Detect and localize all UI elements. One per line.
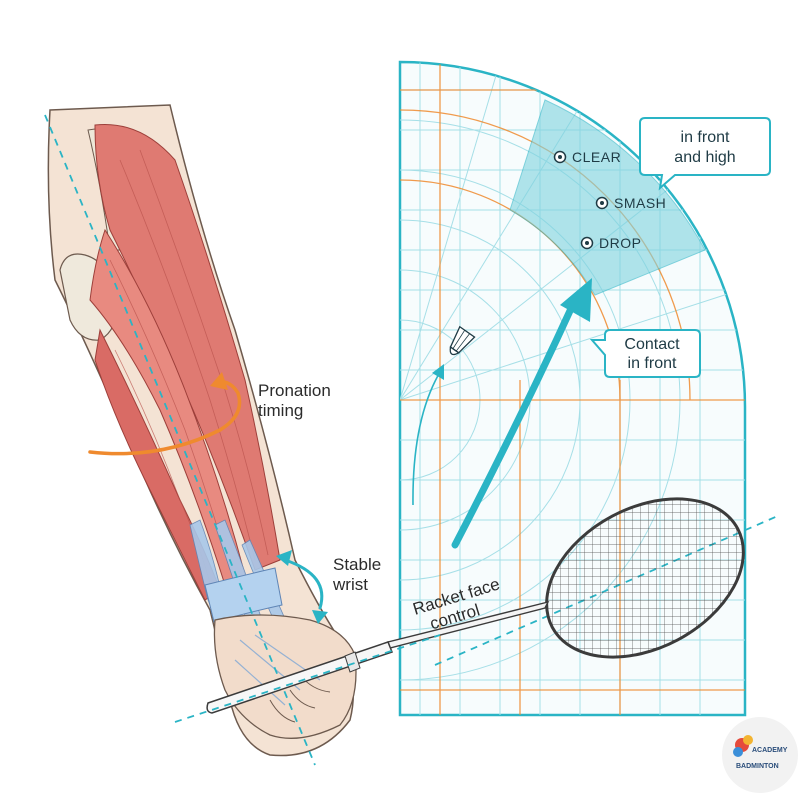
logo-line2: BADMINTON [736, 763, 779, 770]
stable-wrist-label-line2: wrist [332, 575, 368, 594]
zone-label-smash: SMASH [614, 195, 666, 211]
contact-arrow [451, 278, 592, 549]
callout-contact-line1: Contact [624, 336, 680, 353]
pronation-label-line1: Pronation [258, 381, 331, 400]
callout-contact-front: Contact in front [589, 329, 701, 378]
wrist-stability-icon [276, 550, 328, 624]
logo-line1: ACADEMY [752, 747, 788, 754]
stable-wrist-label-line1: Stable [333, 555, 381, 574]
pronation-rotation-icon [88, 372, 242, 456]
callout-front-high-line2: and high [674, 149, 735, 166]
forearm-illustration [44, 104, 357, 766]
zone-clear: CLEAR [553, 149, 621, 165]
zone-label-clear: CLEAR [572, 149, 621, 165]
callout-front-high: in front and high [639, 117, 771, 191]
callout-front-high-line1: in front [681, 129, 730, 146]
front-high-zone [509, 99, 706, 296]
zone-label-drop: DROP [599, 235, 641, 251]
academy-logo: ACADEMY BADMINTON [722, 717, 798, 793]
shuttle-trajectory [412, 364, 444, 506]
shuttlecock-icon [449, 325, 476, 356]
pronation-label-line2: timing [258, 401, 303, 420]
arm-axis-line [44, 114, 316, 766]
callout-contact-line2: in front [628, 355, 677, 372]
zone-drop: DROP [580, 235, 641, 251]
zone-smash: SMASH [595, 195, 666, 211]
